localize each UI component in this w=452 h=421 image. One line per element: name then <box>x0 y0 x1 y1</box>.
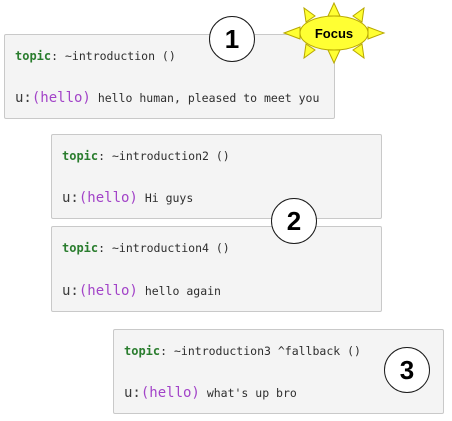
topic-colon: : <box>160 344 168 358</box>
topic-name: ~introduction2 () <box>112 149 230 163</box>
rule-prefix: u: <box>124 385 141 401</box>
rule-response: what's up bro <box>206 386 297 400</box>
marker-3: 3 <box>384 347 430 393</box>
rule-pattern: (hello) <box>31 90 91 106</box>
rule-line: u:(hello) Hi guys <box>62 190 193 206</box>
topic-colon: : <box>98 241 106 255</box>
topic-box-introduction4: topic: ~introduction4 () u:(hello) hello… <box>51 226 382 312</box>
topic-declaration-line: topic: ~introduction2 () <box>62 149 230 163</box>
rule-line: u:(hello) hello again <box>62 283 221 299</box>
topic-declaration-line: topic: ~introduction () <box>15 49 176 63</box>
topic-colon: : <box>51 49 59 63</box>
rule-response: Hi guys <box>144 191 194 205</box>
topic-keyword: topic <box>124 344 161 358</box>
topic-name: ~introduction () <box>65 49 176 63</box>
rule-pattern: (hello) <box>140 385 200 401</box>
rule-prefix: u: <box>15 90 32 106</box>
rule-prefix: u: <box>62 190 79 206</box>
topic-box-introduction: topic: ~introduction () u:(hello) hello … <box>4 34 335 119</box>
rule-line: u:(hello) what's up bro <box>124 385 297 401</box>
topic-declaration-line: topic: ~introduction3 ^fallback () <box>124 344 361 358</box>
topic-keyword: topic <box>62 241 99 255</box>
topic-keyword: topic <box>62 149 99 163</box>
marker-1: 1 <box>209 16 255 62</box>
rule-line: u:(hello) hello human, pleased to meet y… <box>15 90 319 106</box>
topic-box-introduction2: topic: ~introduction2 () u:(hello) Hi gu… <box>51 134 382 219</box>
topic-name: ~introduction3 ^fallback () <box>174 344 361 358</box>
rule-prefix: u: <box>62 283 79 299</box>
topic-declaration-line: topic: ~introduction4 () <box>62 241 230 255</box>
sun-burst-icon <box>282 1 386 65</box>
rule-pattern: (hello) <box>78 283 138 299</box>
topic-name: ~introduction4 () <box>112 241 230 255</box>
focus-label: Focus <box>314 25 354 41</box>
topic-keyword: topic <box>15 49 52 63</box>
topic-colon: : <box>98 149 106 163</box>
rule-pattern: (hello) <box>78 190 138 206</box>
rule-response: hello again <box>144 284 221 298</box>
marker-2: 2 <box>271 198 317 244</box>
rule-response: hello human, pleased to meet you <box>97 91 320 105</box>
focus-indicator: Focus <box>282 1 386 65</box>
